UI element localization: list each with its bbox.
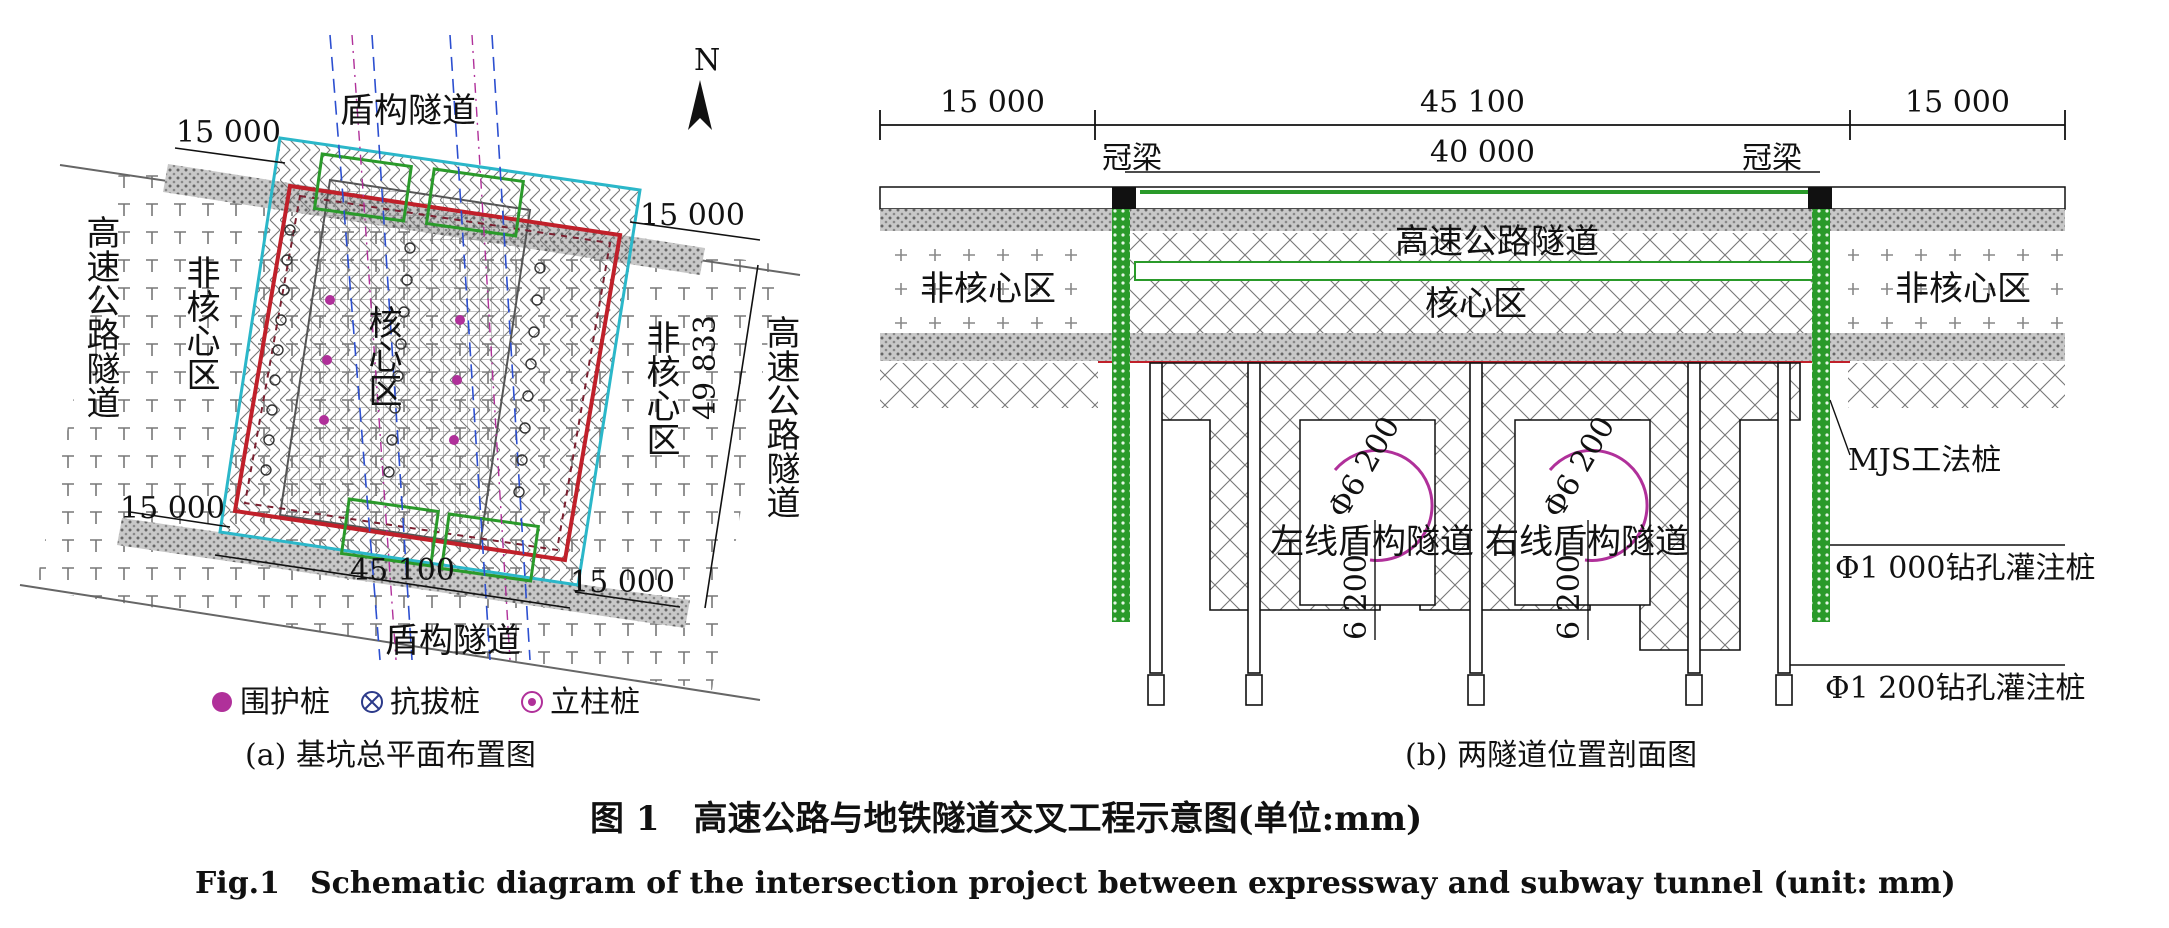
legend-item3: 立柱桩	[550, 685, 640, 720]
section-expressway-tunnel	[1134, 261, 1816, 281]
plan-shield-lines	[329, 34, 531, 661]
section-view	[879, 110, 2066, 706]
section-bored-piles	[1149, 362, 1791, 674]
north-arrow-icon	[688, 80, 712, 130]
column-pile-dot	[528, 698, 536, 706]
plan-expressway-left-label: 高速公路隧道	[80, 215, 120, 419]
plan-dim-right: 49 833	[688, 315, 723, 420]
plan-strip-bottom2	[117, 518, 690, 628]
plan-dim-top-left: 15 000	[176, 115, 281, 150]
plan-dim-top-right: 15 000	[640, 198, 745, 233]
section-dim-mid: 45 100	[1420, 85, 1525, 120]
plan-north-label: N	[694, 43, 720, 78]
plan-pile-rows	[260, 224, 546, 498]
section-depth-left: 6 200	[1339, 554, 1374, 640]
pile-row-right	[513, 262, 546, 498]
section-right-tunnel-arc	[1548, 448, 1649, 562]
plan-shield-top-label: 盾构隧道	[340, 91, 476, 131]
legend-item2: 抗拔桩	[390, 685, 480, 720]
section-pile1000-label: Φ1 000钻孔灌注桩	[1835, 551, 2095, 586]
section-right-crown-beam	[1808, 187, 1832, 209]
section-core-fill	[1123, 233, 1823, 333]
figure-title-en: Fig.1 Schematic diagram of the intersect…	[195, 866, 1956, 901]
section-dim-left: 15 000	[940, 85, 1045, 120]
section-core-label: 核心区	[1425, 284, 1527, 324]
section-left-crown-beam	[1112, 187, 1136, 209]
uplift-pile-cross	[364, 694, 380, 710]
pile-row-core	[383, 242, 416, 478]
plan-shield-box-tr	[424, 167, 526, 238]
section-caption: (b) 两隧道位置剖面图	[1405, 738, 1697, 773]
plan-dim-bottom-left: 15 000	[120, 491, 225, 526]
plan-dimensions	[129, 147, 761, 609]
plan-shield-bottom-label: 盾构隧道	[385, 621, 521, 661]
section-lower-strip	[880, 363, 1098, 408]
plan-shield-box-tl	[312, 152, 414, 223]
section-pile-tips	[1147, 674, 1793, 706]
plan-noncore-right-label: 非核心区	[640, 320, 680, 456]
plan-legend: 围护桩 抗拔桩 立柱桩	[212, 685, 640, 720]
plan-core-label: 核心区	[362, 305, 402, 407]
retaining-pile-icon	[212, 692, 232, 712]
pile-row-left	[260, 224, 296, 476]
figure-title-cn: 图 1 高速公路与地铁隧道交叉工程示意图(单位:mm)	[590, 799, 1422, 839]
section-noncore-right-fill	[1848, 233, 2065, 333]
section-lower-strip-right	[1848, 363, 2065, 408]
plan-retaining-wall	[232, 183, 623, 563]
plan-core-zone	[278, 178, 532, 547]
section-mid-slab	[880, 333, 2065, 361]
plan-column-piles	[319, 295, 465, 445]
legend-item1: 围护桩	[240, 685, 330, 720]
plan-expressway-right-label: 高速公路隧道	[760, 315, 800, 519]
section-mjs-label: MJS工法桩	[1848, 443, 2001, 478]
plan-shield-box-bl	[339, 497, 441, 568]
plan-shield-box-br	[439, 512, 541, 583]
section-left-retaining-wall	[1112, 187, 1130, 622]
plan-expressway-edge-bottom	[19, 584, 761, 701]
plan-noncore-left-label: 非核心区	[180, 255, 220, 391]
section-tunnel-left-label: 左线盾构隧道	[1270, 522, 1474, 562]
section-expressway-label: 高速公路隧道	[1395, 222, 1599, 262]
plan-view	[19, 34, 801, 701]
section-dim-inner: 40 000	[1430, 135, 1535, 170]
column-pile-icon	[521, 691, 543, 713]
section-depth-right: 6 200	[1552, 554, 1587, 640]
section-top-slab-dots	[880, 209, 2065, 231]
section-noncore-right-label: 非核心区	[1895, 269, 2031, 309]
plan-caption: (a) 基坑总平面布置图	[245, 738, 536, 773]
plan-axis-lines	[351, 34, 511, 661]
section-mjs-leader	[1829, 399, 1851, 456]
section-noncore-left-fill	[880, 233, 1098, 333]
section-beam-left: 冠梁	[1102, 141, 1162, 176]
section-right-retaining-wall	[1812, 187, 1830, 622]
section-noncore-left-label: 非核心区	[920, 269, 1056, 309]
section-pile1200-label: Φ1 200钻孔灌注桩	[1825, 671, 2085, 706]
section-left-tunnel-arc	[1333, 448, 1434, 562]
uplift-pile-icon	[361, 691, 383, 713]
plan-dim-bottom: 45 100	[350, 553, 455, 588]
section-tunnel-right-label: 右线盾构隧道	[1485, 522, 1689, 562]
section-beam-right: 冠梁	[1742, 141, 1802, 176]
plan-dim-bottom-right: 15 000	[570, 565, 675, 600]
section-dim-right: 15 000	[1905, 85, 2010, 120]
plan-inner-wall	[243, 194, 612, 552]
